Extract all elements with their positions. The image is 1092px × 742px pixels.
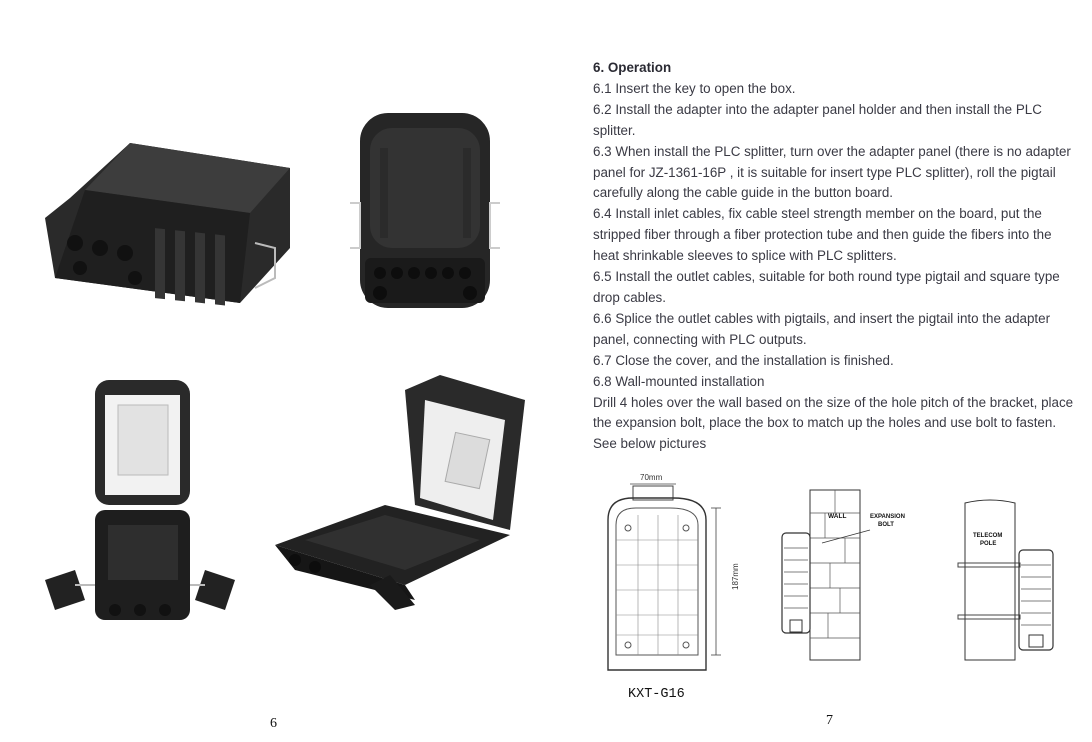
step-6-4: 6.4 Install inlet cables, fix cable stee…: [593, 206, 1052, 264]
step-6-8: 6.8 Wall-mounted installation: [593, 373, 765, 389]
step-6-5: 6.5 Install the outlet cables, suitable …: [593, 269, 1060, 305]
photo-open-box-front: [45, 380, 235, 620]
height-dimension-label: 187mm: [731, 563, 740, 590]
photo-closed-box-angle: [45, 143, 290, 306]
step-6-1: 6.1 Insert the key to open the box.: [593, 80, 796, 96]
page-number-left: 6: [270, 716, 277, 731]
model-label: KXT-G16: [628, 687, 685, 702]
width-dimension-label: 70mm: [640, 473, 663, 482]
step-6-3: 6.3 When install the PLC splitter, turn …: [593, 143, 1071, 201]
step-6-2: 6.2 Install the adapter into the adapter…: [593, 101, 1042, 138]
figure-wall-mounted: WALL EXPANSION BOLT: [781, 489, 905, 661]
figure-pole-mounted: TELECOM POLE: [957, 499, 1054, 661]
bolt-label: BOLT: [878, 522, 894, 528]
step-6-7: 6.7 Close the cover, and the installatio…: [593, 352, 894, 368]
expansion-label: EXPANSION: [870, 514, 905, 520]
telecom-label: TELECOM: [973, 533, 1002, 539]
page-number-right: 7: [826, 713, 833, 728]
section-heading: 6. Operation: [593, 60, 672, 75]
step-6-8-description: Drill 4 holes over the wall based on the…: [593, 394, 1074, 452]
wall-label: WALL: [828, 513, 846, 520]
photo-closed-box-front: [350, 113, 500, 308]
step-6-6: 6.6 Splice the outlet cables with pigtai…: [593, 310, 1051, 347]
photo-open-box-angle: [275, 375, 525, 610]
pole-label: POLE: [980, 541, 996, 547]
figure-bracket-dimensions: 70mm 187mm: [607, 473, 740, 671]
operation-section: 6. Operation 6.1 Insert the key to open …: [593, 58, 1078, 455]
